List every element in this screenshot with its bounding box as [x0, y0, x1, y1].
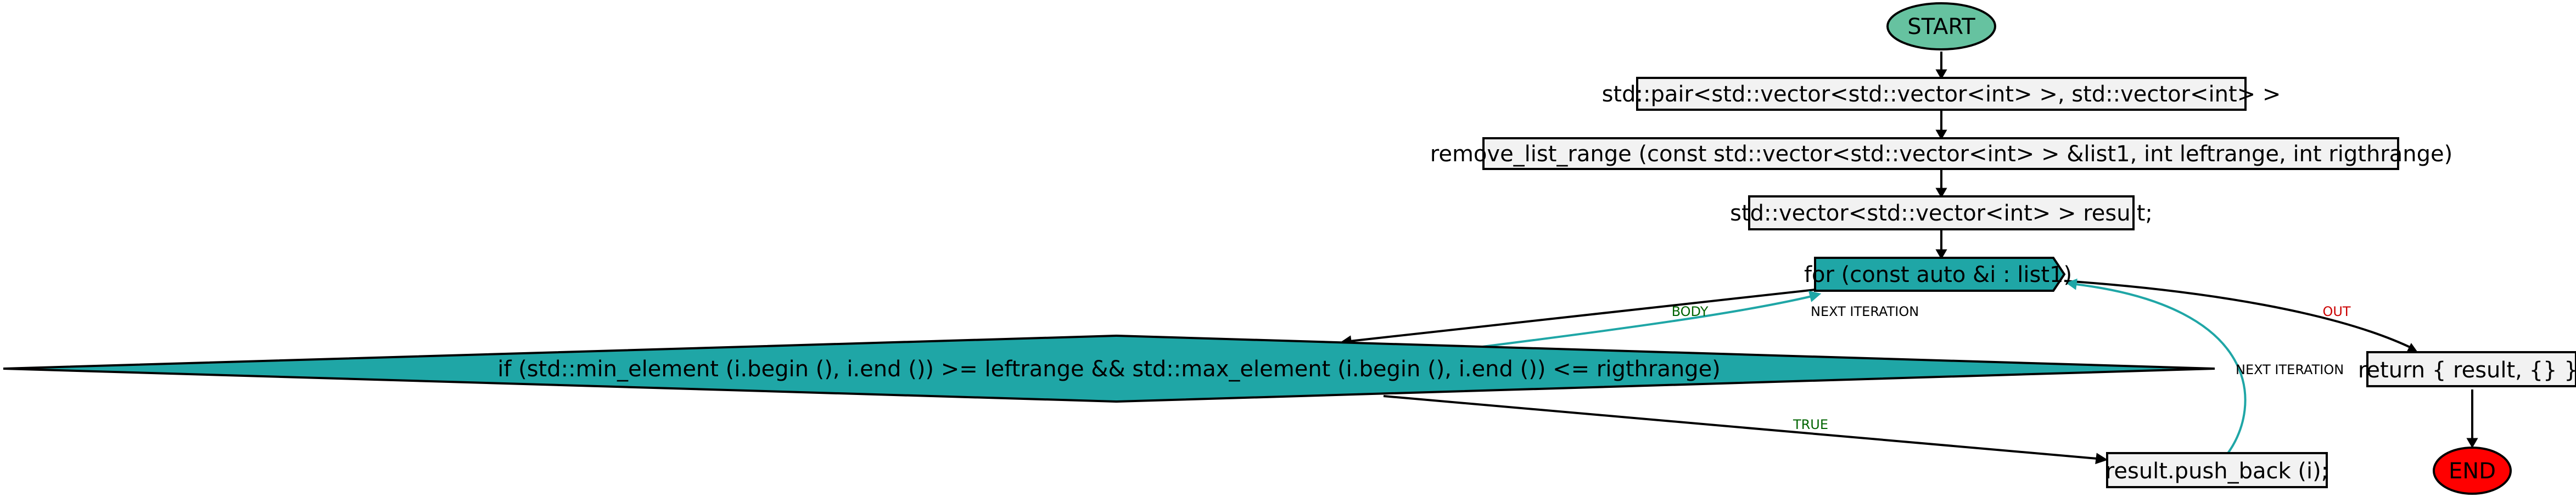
start-ellipse	[1886, 2, 1996, 50]
edge-label-true: TRUE	[1793, 417, 1828, 432]
edge-label-out: OUT	[2322, 304, 2350, 319]
edge-push-to-for-next	[2075, 283, 2247, 454]
arrowhead	[2095, 453, 2108, 465]
return-box	[2366, 351, 2576, 387]
edge-if-to-push	[1383, 395, 2098, 460]
return-label: return { result, {} };	[2358, 358, 2576, 383]
edge-label-next-iteration-2: NEXT ITERATION	[2236, 362, 2344, 377]
arrowhead	[1935, 129, 1947, 140]
edge-for-to-if	[1349, 289, 1816, 342]
end-ellipse	[2433, 447, 2512, 495]
end-label: END	[2449, 459, 2496, 484]
decl-result-node: std::vector<std::vector<int> > result;	[1730, 195, 2153, 230]
if-condition-label: if (std::min_element (i.begin (), i.end …	[497, 357, 1721, 382]
signature-fn-box	[1482, 137, 2399, 170]
signature-fn-node: remove_list_range (const std::vector<std…	[1430, 137, 2452, 170]
signature-fn-label: remove_list_range (const std::vector<std…	[1430, 142, 2452, 167]
end-node: END	[2433, 447, 2512, 495]
edge-label-body: BODY	[1672, 304, 1709, 319]
edge-for-to-return	[2064, 280, 2414, 350]
for-loop-node: for (const auto &i : list1)	[1804, 257, 2072, 292]
arrowhead	[2065, 278, 2077, 290]
decl-result-box	[1748, 195, 2135, 230]
start-node: START	[1886, 2, 1996, 50]
return-node: return { result, {} };	[2358, 351, 2576, 387]
decl-result-label: std::vector<std::vector<int> > result;	[1730, 201, 2153, 226]
push-back-label: result.push_back (i);	[2105, 459, 2328, 484]
edge-if-to-for-next	[1482, 295, 1812, 348]
for-loop-label: for (const auto &i : list1)	[1804, 262, 2072, 287]
for-loop-shape	[1814, 257, 2066, 292]
if-condition-diamond	[3, 334, 2215, 403]
push-back-node: result.push_back (i);	[2105, 452, 2328, 488]
push-back-box	[2106, 452, 2328, 488]
edge-label-next-iteration-1: NEXT ITERATION	[1811, 304, 1919, 319]
arrowhead	[1808, 291, 1822, 302]
start-label: START	[1907, 14, 1975, 39]
arrowhead	[2466, 438, 2478, 449]
arrowhead	[1935, 249, 1947, 260]
if-condition-node: if (std::min_element (i.begin (), i.end …	[3, 334, 2215, 403]
signature-return-node: std::pair<std::vector<std::vector<int> >…	[1602, 77, 2281, 111]
arrowhead	[1935, 69, 1947, 80]
arrowhead	[1935, 188, 1947, 199]
edge-labels: BODY NEXT ITERATION OUT NEXT ITERATION T…	[1672, 304, 2351, 432]
signature-return-box	[1636, 77, 2247, 111]
signature-return-label: std::pair<std::vector<std::vector<int> >…	[1602, 82, 2281, 107]
nodes: START std::pair<std::vector<std::vector<…	[3, 2, 2576, 495]
